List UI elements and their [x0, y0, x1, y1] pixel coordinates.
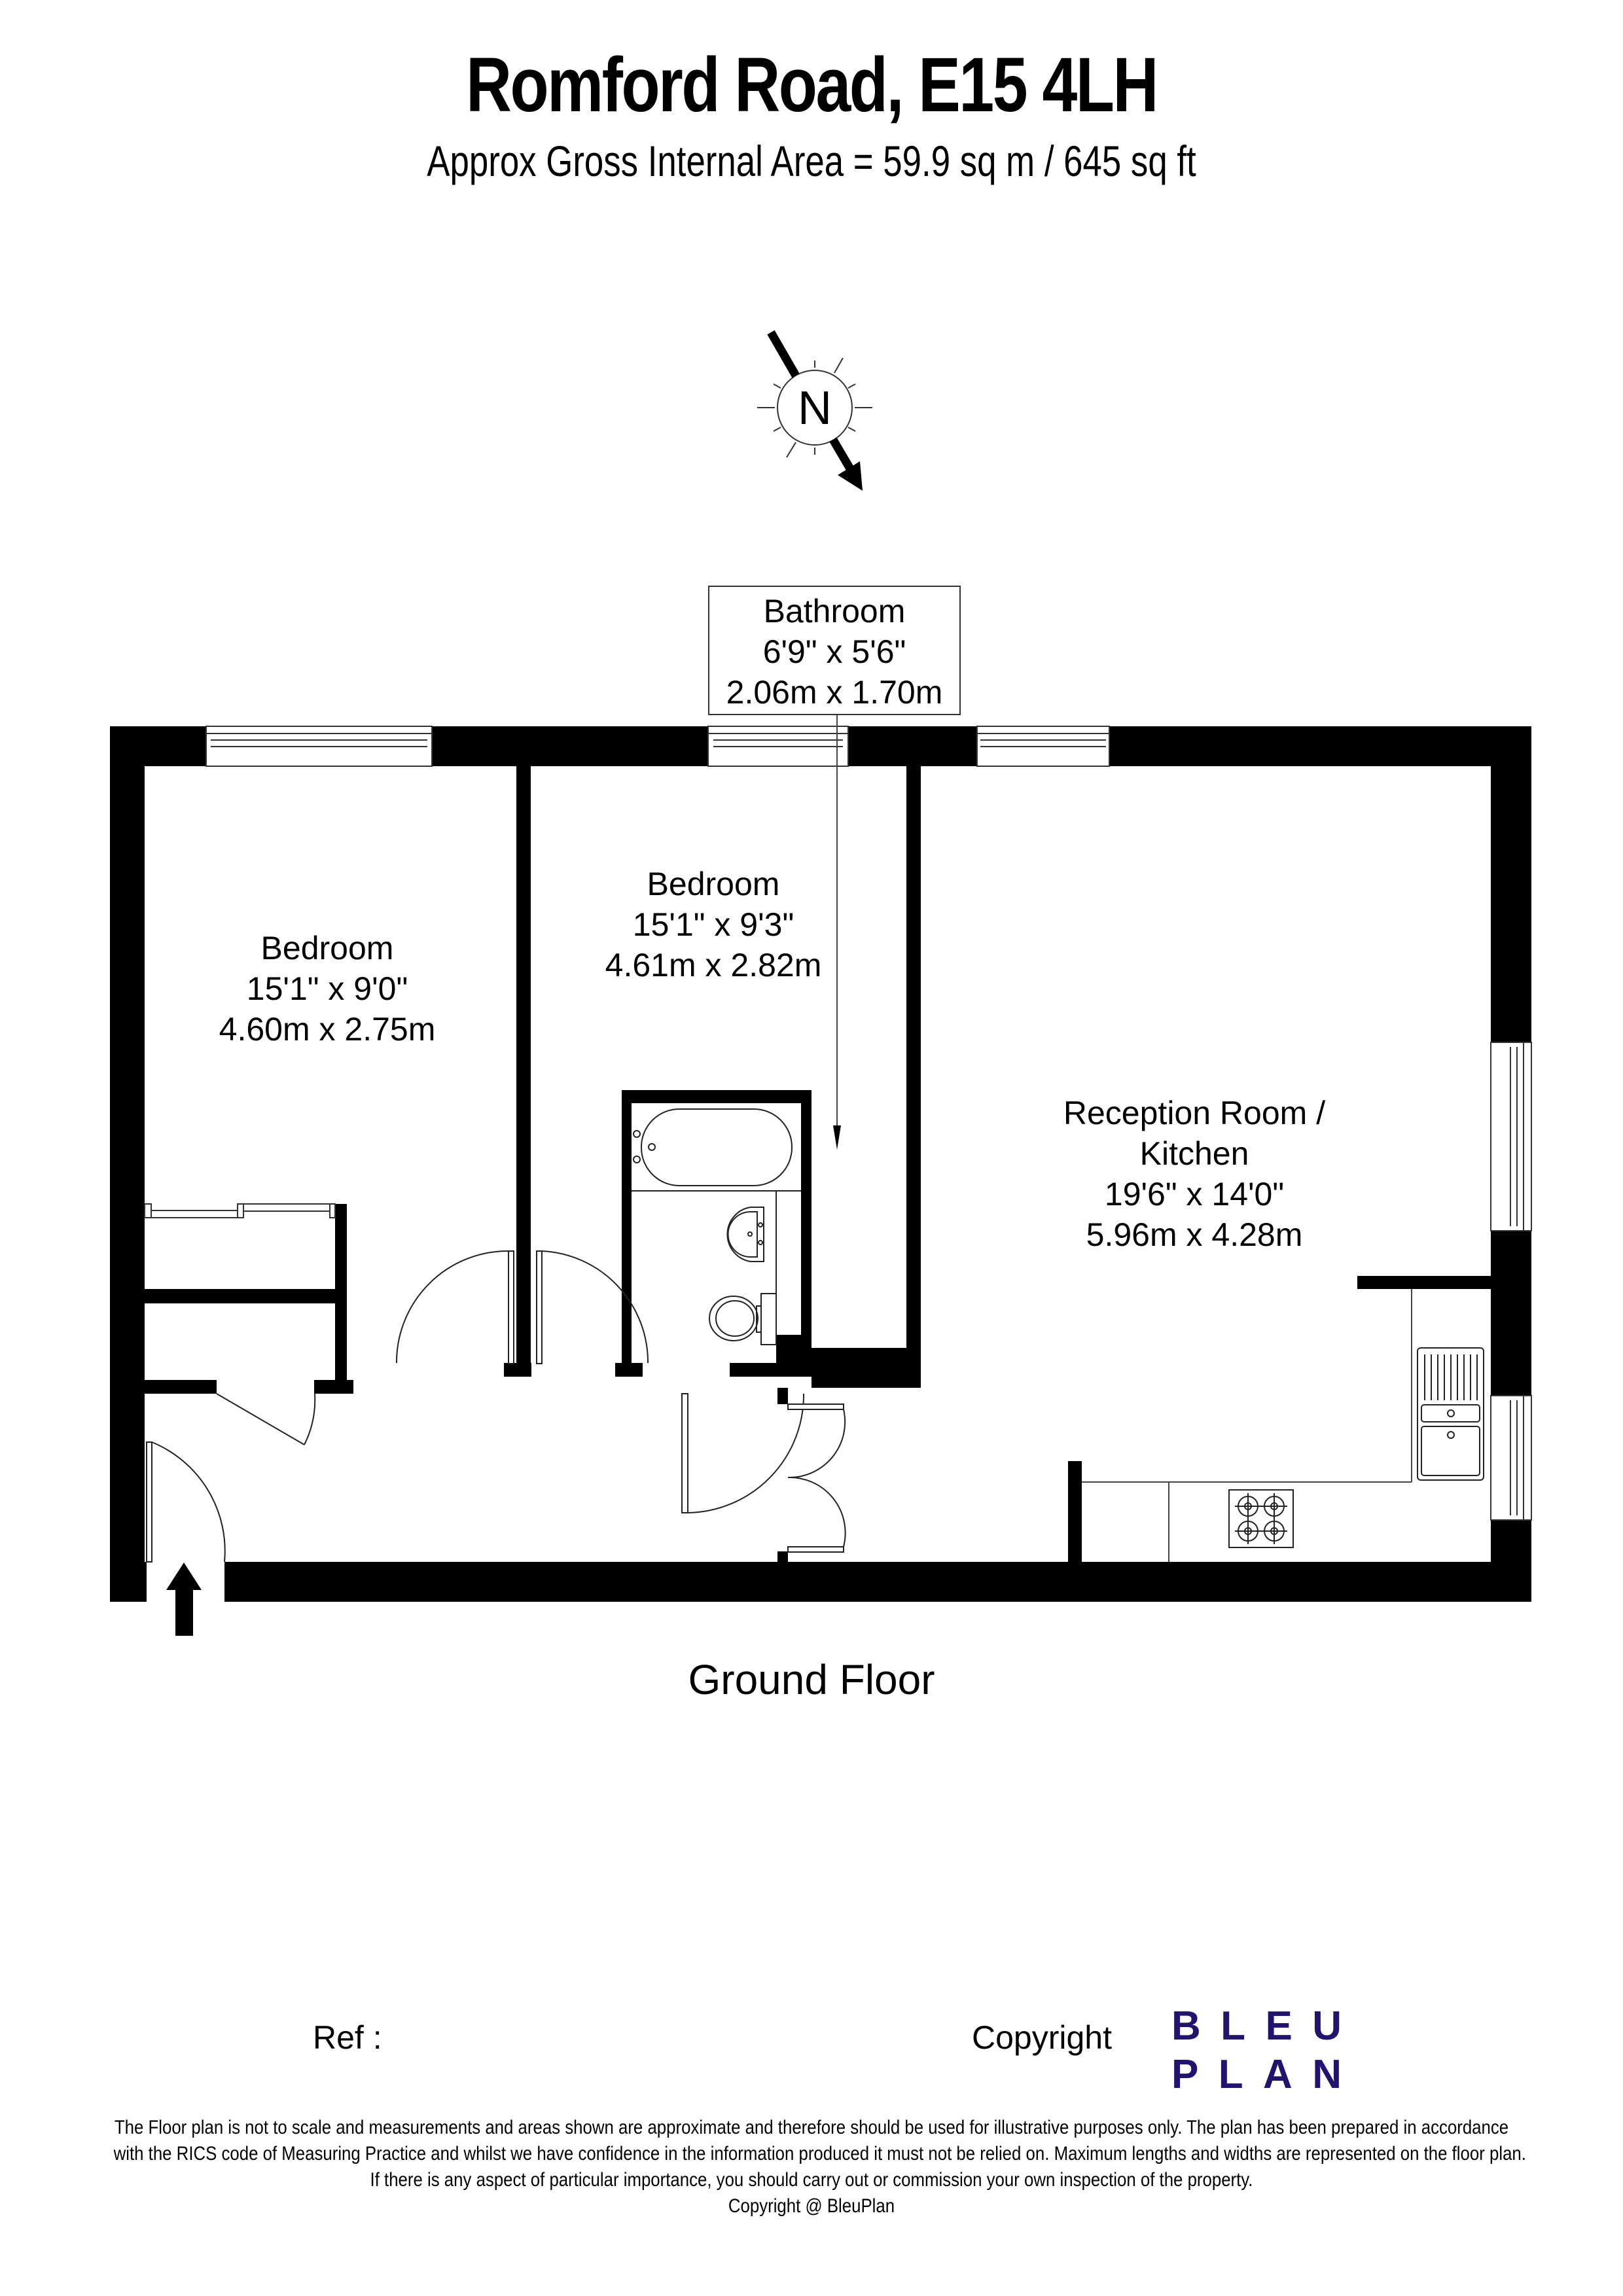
- ref-label: Ref :: [313, 2019, 382, 2056]
- room-label-bedroom-1: Bedroom 15'1" x 9'0" 4.60m x 2.75m: [196, 928, 458, 1050]
- bleuplan-logo: B L E U P L A N: [1171, 2002, 1342, 2099]
- disclaimer-line: The Floor plan is not to scale and measu…: [114, 2117, 1509, 2138]
- logo-letter: L: [1221, 2004, 1246, 2049]
- entrance-arrow-icon: [166, 1563, 202, 1636]
- disclaimer-line: If there is any aspect of particular imp…: [370, 2169, 1253, 2191]
- room-label-reception-kitchen: Reception Room / Kitchen 19'6" x 14'0" 5…: [1021, 1093, 1368, 1255]
- room-size-imperial: 15'1" x 9'0": [246, 970, 408, 1007]
- logo-letter: L: [1218, 2052, 1243, 2097]
- room-name: Bathroom: [763, 593, 906, 629]
- toilet-icon: [709, 1293, 777, 1345]
- north-arrow-icon: [757, 330, 872, 491]
- room-size-metric: 4.61m x 2.82m: [605, 947, 822, 983]
- compass-n-label: N: [798, 382, 832, 434]
- page-title: Romford Road, E15 4LH: [466, 42, 1158, 128]
- floor-label: Ground Floor: [688, 1656, 935, 1703]
- disclaimer-line: Copyright @ BleuPlan: [728, 2195, 895, 2217]
- logo-letter: B: [1171, 2004, 1201, 2049]
- room-size-imperial: 19'6" x 14'0": [1104, 1176, 1285, 1212]
- bath-icon: [633, 1108, 793, 1186]
- washbasin-icon: [726, 1207, 764, 1262]
- walls: [110, 726, 1531, 1602]
- room-label-bedroom-2: Bedroom 15'1" x 9'3" 4.61m x 2.82m: [576, 864, 851, 985]
- hob-icon: [1228, 1489, 1294, 1548]
- gross-internal-area: Approx Gross Internal Area = 59.9 sq m /…: [427, 137, 1196, 185]
- room-size-metric: 4.60m x 2.75m: [219, 1011, 436, 1048]
- room-name-line-2: Kitchen: [1139, 1135, 1249, 1172]
- room-name: Bedroom: [647, 866, 780, 902]
- doors: [146, 1250, 846, 1563]
- logo-letter: U: [1312, 2004, 1342, 2049]
- logo-letter: N: [1312, 2052, 1342, 2097]
- room-size-imperial: 15'1" x 9'3": [632, 906, 794, 943]
- room-size-imperial: 6'9" x 5'6": [762, 633, 906, 670]
- wardrobe-sliding-doors: [144, 1203, 336, 1218]
- room-name-line-1: Reception Room /: [1063, 1095, 1326, 1131]
- windows: [205, 726, 1532, 1521]
- room-size-metric: 5.96m x 4.28m: [1086, 1216, 1303, 1253]
- copyright-label: Copyright: [972, 2019, 1112, 2056]
- logo-letter: E: [1265, 2004, 1293, 2049]
- logo-letter: A: [1263, 2052, 1293, 2097]
- disclaimer: The Floor plan is not to scale and measu…: [113, 2115, 1526, 2219]
- kitchen-sink-icon: [1417, 1347, 1484, 1481]
- logo-letter: P: [1171, 2052, 1199, 2097]
- room-label-bathroom: Bathroom 6'9" x 5'6" 2.06m x 1.70m: [708, 586, 961, 715]
- logo-line-2: P L A N: [1171, 2051, 1342, 2099]
- logo-line-1: B L E U: [1171, 2002, 1342, 2051]
- disclaimer-line: with the RICS code of Measuring Practice…: [113, 2143, 1526, 2164]
- room-name: Bedroom: [260, 930, 394, 966]
- bathroom-leader-line: [833, 715, 841, 1150]
- kitchen-counter: [1082, 1289, 1412, 1562]
- room-size-metric: 2.06m x 1.70m: [726, 674, 943, 711]
